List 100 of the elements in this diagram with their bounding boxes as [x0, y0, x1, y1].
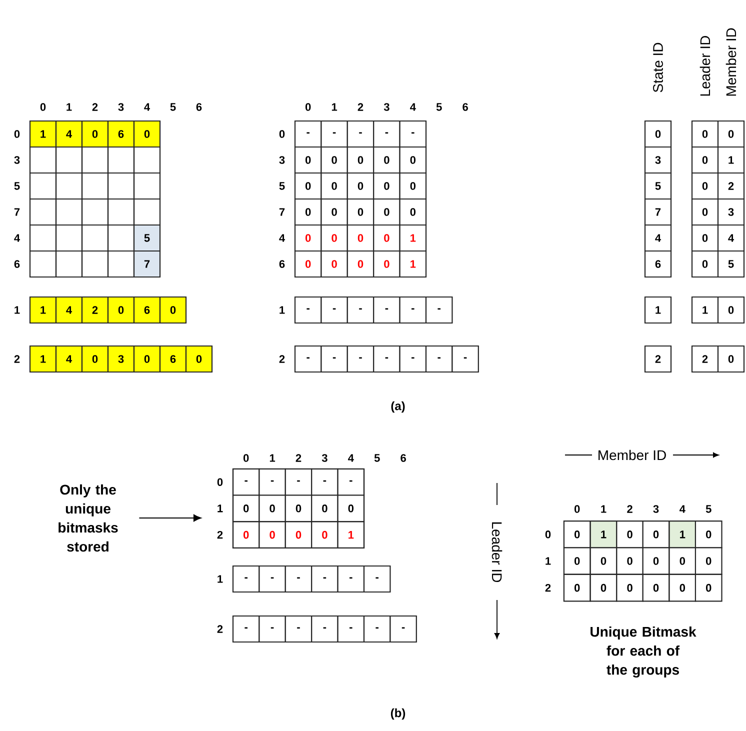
table-cell: - — [258, 565, 286, 593]
table-cell: 3 — [717, 198, 745, 226]
row-number: 1 — [14, 306, 20, 314]
note-text: Only the unique bitmasks stored — [58, 484, 118, 552]
table-cell: 1 — [691, 296, 719, 324]
table-cell: 0 — [107, 296, 135, 324]
table-cell: - — [258, 468, 286, 496]
panel-caption: (b) — [390, 708, 406, 720]
table-cell: 0 — [717, 120, 745, 148]
table-cell: 6 — [644, 250, 672, 278]
table-cell: 0 — [563, 574, 591, 602]
table-cell: - — [294, 345, 322, 373]
column-heading: Member ID — [726, 28, 736, 96]
row-number: 0 — [545, 530, 551, 538]
row-number: 6 — [279, 260, 285, 268]
column-number: 5 — [706, 505, 712, 513]
table-cell: 0 — [133, 120, 161, 148]
table-cell: 0 — [399, 172, 427, 200]
column-number: 6 — [196, 103, 202, 111]
table-cell: - — [452, 345, 479, 373]
table-cell: 0 — [284, 494, 312, 522]
row-number: 2 — [545, 584, 551, 592]
table-cell: 0 — [133, 345, 161, 373]
table-cell: 0 — [159, 296, 187, 324]
table-cell: - — [294, 296, 322, 324]
table-cell: 0 — [616, 574, 644, 602]
table-cell: 0 — [616, 520, 644, 548]
column-number: 2 — [627, 505, 632, 513]
table-cell: 4 — [55, 120, 83, 148]
column-number: 3 — [384, 103, 390, 111]
column-number: 5 — [436, 103, 442, 111]
table-cell: 0 — [346, 146, 374, 174]
table-cell: - — [320, 345, 348, 373]
table-cell: 0 — [694, 574, 722, 602]
table-cell: 0 — [81, 120, 109, 148]
table-cell: 1 — [29, 345, 57, 373]
table-cell: 1 — [399, 224, 427, 252]
table-cell: - — [311, 468, 338, 496]
table-cell: 0 — [337, 494, 365, 522]
table-cell: 0 — [691, 224, 719, 252]
table-cell: - — [363, 565, 391, 593]
table-cell: 0 — [258, 494, 286, 522]
table-cell: 0 — [373, 198, 400, 226]
table-cell: - — [294, 120, 322, 148]
table-cell: - — [284, 565, 312, 593]
row-number: 7 — [279, 208, 285, 216]
table-cell: 0 — [616, 547, 644, 575]
table-cell: 0 — [294, 198, 322, 226]
table-cell: 0 — [691, 172, 719, 200]
table-cell: - — [232, 615, 260, 643]
panel-caption: (a) — [391, 401, 405, 413]
row-number: 7 — [14, 208, 20, 216]
table-cell: - — [399, 120, 427, 148]
table-cell: - — [337, 565, 365, 593]
table-cell: 4 — [55, 345, 83, 373]
table-cell: 0 — [717, 296, 745, 324]
table-cell: 0 — [563, 520, 591, 548]
table-cell: 0 — [320, 224, 348, 252]
table-cell: 7 — [133, 250, 161, 278]
row-number: 6 — [14, 260, 20, 268]
row-number: 2 — [217, 625, 223, 633]
row-number: 1 — [546, 557, 551, 565]
table-cell: 5 — [717, 250, 745, 278]
table-cell: 3 — [107, 345, 135, 373]
table-cell: 0 — [284, 521, 312, 548]
table-cell: 0 — [668, 574, 696, 602]
table-cell: 0 — [563, 547, 591, 575]
table-cell: 0 — [346, 250, 374, 278]
table-cell: - — [425, 296, 453, 324]
table-cell: 4 — [717, 224, 745, 252]
table-cell: 4 — [55, 296, 83, 324]
table-cell: 0 — [320, 198, 348, 226]
table-cell: - — [425, 345, 453, 373]
column-number: 1 — [601, 505, 606, 513]
column-number: 5 — [374, 454, 380, 462]
column-number: 1 — [332, 103, 338, 111]
table-cell: 1 — [29, 296, 57, 324]
table-cell: 1 — [644, 296, 672, 324]
table-cell: - — [346, 345, 374, 373]
table-cell: 0 — [642, 547, 670, 575]
table-cell: - — [373, 296, 400, 324]
row-number: 3 — [14, 156, 20, 164]
column-number: 3 — [118, 103, 124, 111]
table-cell: - — [399, 345, 427, 373]
row-number: 1 — [280, 306, 285, 314]
table-cell: 0 — [311, 494, 338, 522]
table-cell: - — [337, 615, 365, 643]
table-cell: 0 — [294, 224, 322, 252]
table-cell: - — [258, 615, 286, 643]
table-cell: 0 — [258, 521, 286, 548]
row-number: 1 — [218, 575, 223, 583]
table-cell: 0 — [694, 547, 722, 575]
table-cell: 6 — [133, 296, 161, 324]
row-number: 2 — [14, 355, 20, 363]
column-number: 4 — [144, 103, 150, 111]
table-cell: 0 — [185, 345, 213, 373]
grid-caption: Unique Bitmask for each of the groups — [590, 626, 696, 678]
table-cell: 0 — [399, 146, 427, 174]
column-number: 2 — [92, 103, 98, 111]
table-cell: - — [311, 565, 338, 593]
